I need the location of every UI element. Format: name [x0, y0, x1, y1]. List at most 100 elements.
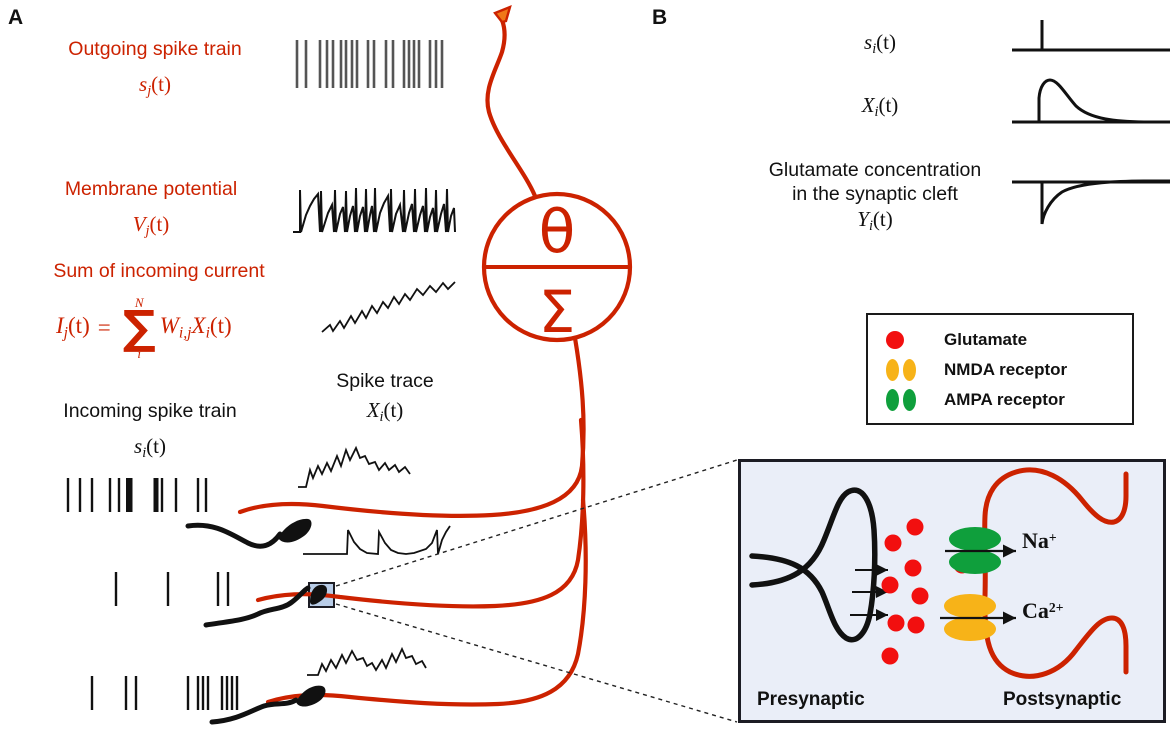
membrane-potential-label: Membrane potential — [64, 178, 238, 200]
sym-sub: j — [147, 82, 152, 99]
outgoing-spike-raster — [295, 40, 444, 88]
spike-trace-symbol: Xi(t) — [300, 398, 470, 426]
incoming-spike-train-label: Incoming spike train — [63, 400, 237, 422]
eq-lhs-arg: (t) — [68, 313, 90, 339]
legend-item-glutamate: Glutamate — [886, 325, 1132, 355]
ion-sup: + — [1048, 529, 1057, 545]
eq-w-sub: i,j — [178, 324, 192, 342]
eq-lhs-sub: j — [63, 324, 69, 342]
glutamate-dot-icon — [886, 331, 938, 349]
panel-b-letter: B — [652, 6, 668, 29]
sym-arg: (t) — [876, 30, 896, 54]
sym-arg: (t) — [149, 212, 170, 236]
nmda-receptor-icon — [886, 359, 938, 381]
sym-arg: (t) — [872, 207, 893, 231]
postsynaptic-membrane-lower — [982, 597, 1129, 679]
sym-base: s — [864, 30, 873, 54]
axon-terminal-icon — [493, 4, 512, 24]
legend-label: AMPA receptor — [944, 390, 1065, 409]
sym-sub: i — [874, 103, 879, 120]
panel-b-trace-yi — [1012, 179, 1170, 225]
dendrite-bottom — [265, 497, 588, 707]
presynaptic-axon-1 — [185, 518, 312, 549]
postsynaptic-membrane-upper — [982, 467, 1129, 599]
eq-trace-term: Xi(t) — [192, 313, 232, 342]
presynaptic-axon-3 — [209, 685, 326, 725]
sym-sub: i — [142, 444, 147, 461]
spike-trace-label: Spike trace — [336, 370, 434, 392]
soma-sum-symbol: Σ — [539, 278, 576, 346]
legend-item-nmda: NMDA receptor — [886, 355, 1132, 385]
panel-b-xi-symbol: Xi(t) — [760, 93, 1000, 121]
panel-a-letter: A — [8, 6, 24, 29]
ion-label-calcium: Ca2+ — [1022, 598, 1063, 624]
synapse-inset-panel — [738, 459, 1166, 723]
ion-sup: 2+ — [1048, 599, 1064, 615]
zoom-guide-lines — [335, 459, 738, 723]
eq-weight-term: Wi,j — [160, 313, 192, 342]
sym-base: s — [139, 72, 148, 96]
ampa-receptor-pair — [949, 527, 1001, 574]
eq-x-arg: (t) — [209, 313, 232, 339]
spike-trace-1 — [298, 445, 411, 488]
spike-trace-2 — [303, 525, 451, 555]
panel-b-trace-si — [1012, 20, 1170, 52]
sym-arg: (t) — [146, 434, 166, 458]
membrane-potential-trace — [293, 187, 456, 233]
spike-trace-3 — [307, 646, 427, 676]
panel-b-si-symbol: si(t) — [760, 30, 1000, 58]
eq-w-base: W — [159, 313, 179, 339]
incoming-spike-raster-3 — [90, 676, 239, 710]
ion-label-sodium: Na+ — [1022, 528, 1057, 554]
sym-base: V — [132, 212, 146, 236]
presynaptic-axon-2 — [203, 584, 328, 628]
synaptic-bouton-1 — [278, 518, 312, 543]
ion-base: Ca — [1022, 598, 1049, 623]
synaptic-bouton-3 — [296, 685, 326, 707]
vesicle-release-arrows — [850, 564, 888, 621]
legend-item-ampa: AMPA receptor — [886, 385, 1132, 415]
glutamate-concentration-line2: in the synaptic cleft — [792, 183, 958, 205]
outgoing-spike-train-label: Outgoing spike train — [68, 38, 242, 60]
receptor-legend: Glutamate NMDA receptor AMPA receptor — [866, 313, 1134, 425]
ampa-receptor-icon — [886, 389, 938, 411]
sym-sub: i — [379, 408, 384, 425]
eq-lhs: Ij(t) — [56, 313, 90, 342]
sym-base: X — [366, 398, 380, 422]
membrane-potential-symbol: Vj(t) — [26, 212, 276, 240]
incoming-current-trace — [321, 281, 456, 333]
soma-threshold-symbol: θ — [539, 197, 576, 267]
incoming-current-equation: Ij(t) = N ∑ i Wi,j Xi(t) — [56, 296, 232, 360]
neuron-soma — [481, 191, 633, 343]
ion-flux-arrows — [940, 544, 1016, 625]
sym-base: Y — [857, 207, 869, 231]
panel-b-trace-xi — [1012, 78, 1170, 124]
dendrite-tree — [237, 335, 588, 707]
eq-lhs-base: I — [56, 313, 64, 339]
sym-sub: j — [145, 222, 150, 239]
legend-label: NMDA receptor — [944, 360, 1068, 379]
postsynaptic-label: Postsynaptic — [1003, 689, 1122, 710]
sym-arg: (t) — [878, 93, 899, 117]
outgoing-spike-train-symbol: sj(t) — [30, 72, 280, 100]
synaptic-bouton-2 — [310, 584, 328, 605]
eq-summation: N ∑ i — [123, 296, 156, 360]
presynaptic-label: Presynaptic — [757, 689, 865, 710]
presynaptic-terminal — [749, 487, 878, 643]
output-axon — [485, 4, 538, 199]
sym-arg: (t) — [383, 398, 404, 422]
inset-contents — [749, 467, 1129, 679]
dendrite-top — [237, 335, 586, 518]
eq-sum-symbol: ∑ — [122, 300, 156, 354]
nmda-receptor-pair — [944, 594, 996, 641]
sum-of-incoming-current-label: Sum of incoming current — [53, 260, 265, 282]
eq-x-sub: i — [205, 324, 210, 342]
eq-x-base: X — [191, 313, 206, 339]
incoming-spike-train-symbol: si(t) — [20, 434, 280, 462]
glutamate-concentration-line1: Glutamate concentration — [768, 159, 982, 181]
eq-sum-upper: N — [134, 295, 144, 310]
sym-arg: (t) — [151, 72, 171, 96]
sym-sub: i — [872, 40, 877, 57]
